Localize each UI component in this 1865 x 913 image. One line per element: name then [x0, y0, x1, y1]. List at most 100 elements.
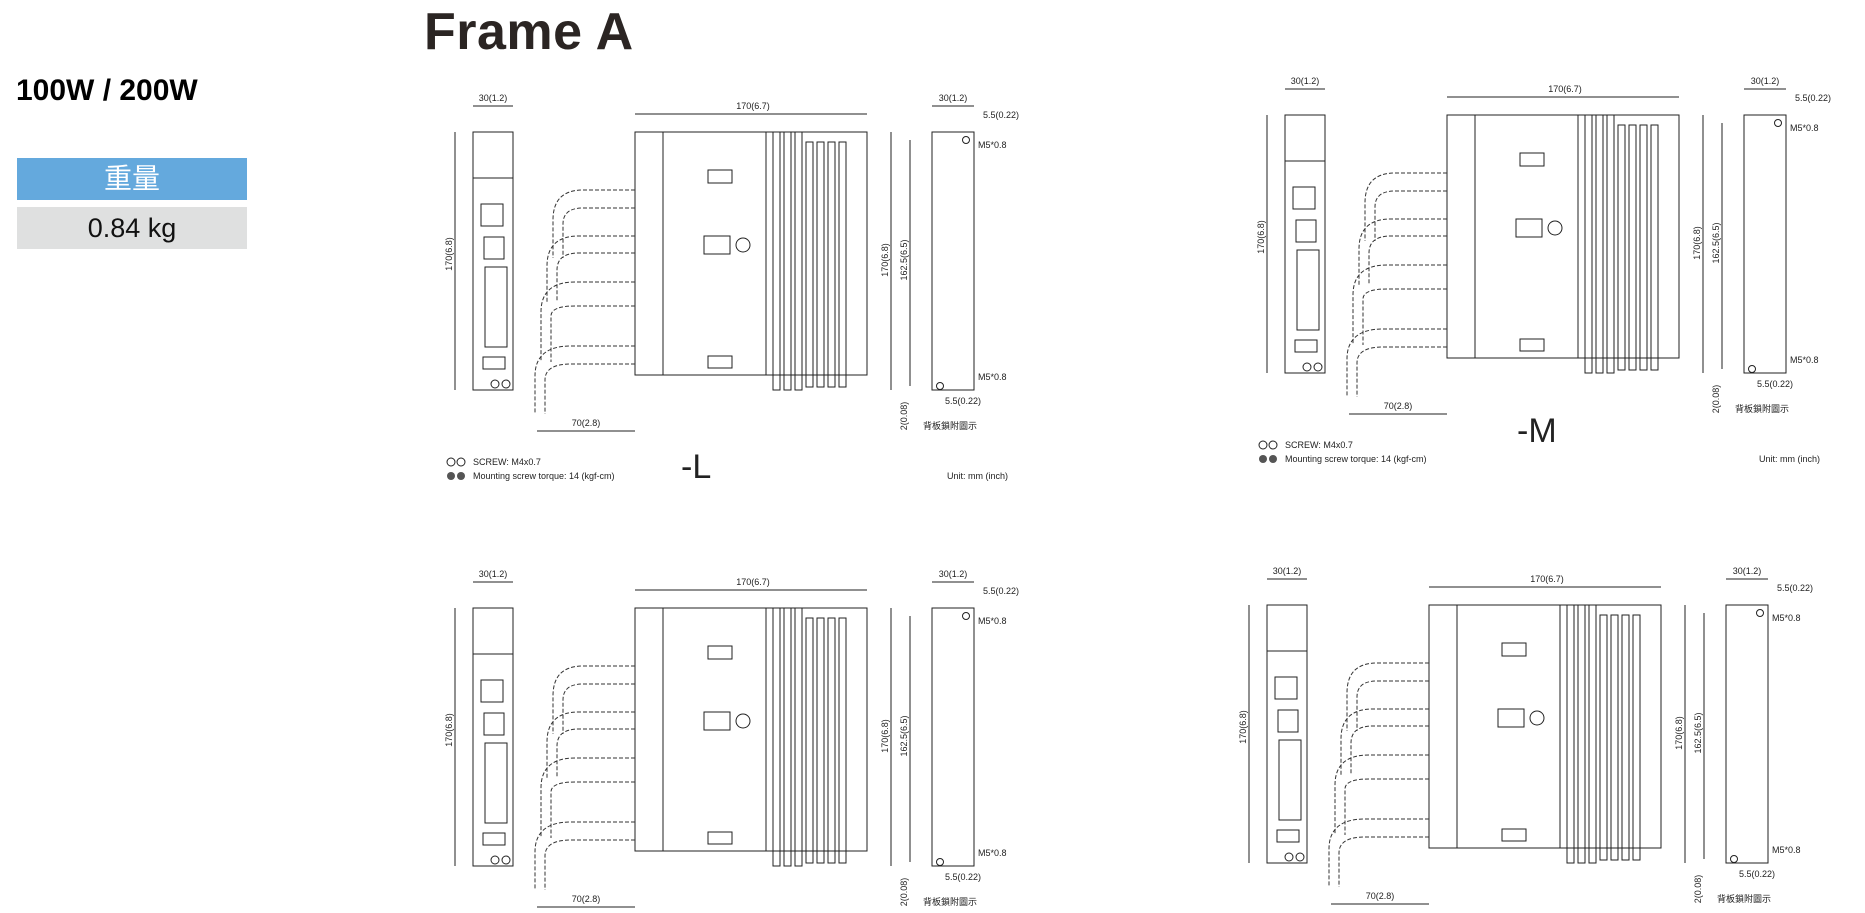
- heatsink-fin: [827, 141, 836, 388]
- cable-dashed: [544, 839, 635, 890]
- variant-label-l: -L: [681, 448, 712, 486]
- dim-bottom-gap: 2(0.08): [1711, 385, 1721, 414]
- note-screw: SCREW: M4x0.7: [473, 457, 541, 467]
- drawing-panel: 30(1.2)170(6.8)170(6.7)70(2.8)30(1.2)5.5…: [1238, 566, 1813, 905]
- display-window: [703, 711, 731, 731]
- cable-dashed: [1346, 662, 1429, 731]
- side-view-outline: [634, 607, 868, 852]
- dim-hole-offset-top: 5.5(0.22): [1795, 93, 1831, 103]
- heatsink-fin: [1650, 124, 1659, 371]
- mount-hole-icon: [936, 382, 944, 390]
- heatsink-fin: [783, 607, 792, 867]
- cable-dashed: [540, 281, 635, 362]
- heatsink-fin: [794, 607, 803, 867]
- mount-screw-icon: [1313, 362, 1323, 372]
- cable-dashed: [534, 345, 635, 414]
- ground-icon: [456, 457, 466, 467]
- note-screw: SCREW: M4x0.7: [1285, 440, 1353, 450]
- dim-back-width: 30(1.2): [1733, 566, 1762, 576]
- back-view-outline: [931, 131, 975, 391]
- dim-depth: 170(6.7): [1548, 84, 1582, 94]
- heatsink-fin: [838, 141, 847, 388]
- heatsink-fin: [1617, 124, 1626, 371]
- cable-dashed: [1374, 190, 1447, 241]
- screw-head-icon: [1269, 455, 1277, 463]
- display-window: [1515, 218, 1543, 238]
- io-connector: [1296, 249, 1320, 331]
- mount-screw-icon: [490, 855, 500, 865]
- knob-icon: [1547, 220, 1563, 236]
- cable-dashed: [546, 235, 635, 302]
- note-torque: Mounting screw torque: 14 (kgf-cm): [473, 471, 615, 481]
- cable-dashed: [1358, 218, 1447, 285]
- dim-cable-clearance: 70(2.8): [1366, 891, 1395, 901]
- note-unit: Unit: mm (inch): [947, 471, 1008, 481]
- heatsink-fin: [1588, 604, 1597, 864]
- back-view-caption: 背板鎖附圖示: [1735, 403, 1789, 414]
- cable-dashed: [1356, 346, 1447, 397]
- cable-dashed: [1368, 235, 1447, 285]
- dim-front-width: 30(1.2): [479, 93, 508, 103]
- dim-hole-offset-top: 5.5(0.22): [1777, 583, 1813, 593]
- mount-hole-icon: [1748, 365, 1756, 373]
- connector-port: [1274, 676, 1298, 700]
- screw-spec-bottom: M5*0.8: [1790, 355, 1819, 365]
- label-slot: [1519, 152, 1545, 167]
- dim-depth: 170(6.7): [736, 577, 770, 587]
- mount-screw-icon: [1295, 852, 1305, 862]
- cable-dashed: [1364, 172, 1447, 241]
- heatsink-fin: [805, 617, 814, 864]
- dim-back-width: 30(1.2): [939, 569, 968, 579]
- heatsink-fin: [1632, 614, 1641, 861]
- ground-icon: [1258, 440, 1268, 450]
- cable-dashed: [562, 683, 635, 734]
- ground-icon: [1268, 440, 1278, 450]
- dim-hole-pitch: 162.5(6.5): [899, 239, 909, 280]
- variant-label-m: -M: [1517, 412, 1557, 450]
- rj45-port: [483, 712, 505, 736]
- dim-back-width: 30(1.2): [939, 93, 968, 103]
- weight-header: 重量: [17, 158, 247, 200]
- heatsink-fin: [1606, 114, 1615, 374]
- mount-hole-icon: [936, 858, 944, 866]
- connector-port: [480, 679, 504, 703]
- heatsink-fin: [1599, 614, 1608, 861]
- drawing-panel: 30(1.2)170(6.8)170(6.7)70(2.8)30(1.2)5.5…: [444, 93, 1019, 481]
- label-slot: [1519, 338, 1545, 352]
- rj45-port: [1277, 709, 1299, 733]
- dim-hole-pitch: 162.5(6.5): [899, 715, 909, 756]
- mount-screw-icon: [501, 855, 511, 865]
- heatsink-fin: [794, 131, 803, 391]
- heatsink-fin: [827, 617, 836, 864]
- dim-bottom-gap: 2(0.08): [1693, 875, 1703, 904]
- connector-port: [480, 203, 504, 227]
- cable-dashed: [556, 728, 635, 778]
- heatsink-fin: [1577, 604, 1586, 864]
- dim-hole-offset-bottom: 5.5(0.22): [945, 872, 981, 882]
- label-slot: [707, 169, 733, 184]
- frame-title: Frame A: [424, 3, 634, 61]
- dim-height: 170(6.8): [1256, 220, 1266, 254]
- rj45-port: [1295, 219, 1317, 243]
- drawing-panel: 30(1.2)170(6.8)170(6.7)70(2.8)30(1.2)5.5…: [444, 569, 1019, 908]
- front-view-outline: [472, 607, 514, 867]
- cable-dashed: [1356, 680, 1429, 731]
- mount-screw-icon: [1284, 852, 1294, 862]
- label-slot: [707, 831, 733, 845]
- power-connector: [482, 832, 506, 846]
- dim-front-width: 30(1.2): [1291, 76, 1320, 86]
- label-slot: [1501, 642, 1527, 657]
- cable-dashed: [552, 665, 635, 734]
- mount-hole-icon: [1774, 119, 1782, 127]
- knob-icon: [1529, 710, 1545, 726]
- power-rating: 100W / 200W: [16, 74, 198, 107]
- cable-dashed: [1338, 836, 1429, 887]
- dim-depth: 170(6.7): [1530, 574, 1564, 584]
- back-view-caption: 背板鎖附圖示: [1717, 893, 1771, 904]
- heatsink-fin: [1584, 114, 1593, 374]
- heatsink-fin: [838, 617, 847, 864]
- heatsink-fin: [1639, 124, 1648, 371]
- mount-screw-icon: [1302, 362, 1312, 372]
- screw-head-icon: [457, 472, 465, 480]
